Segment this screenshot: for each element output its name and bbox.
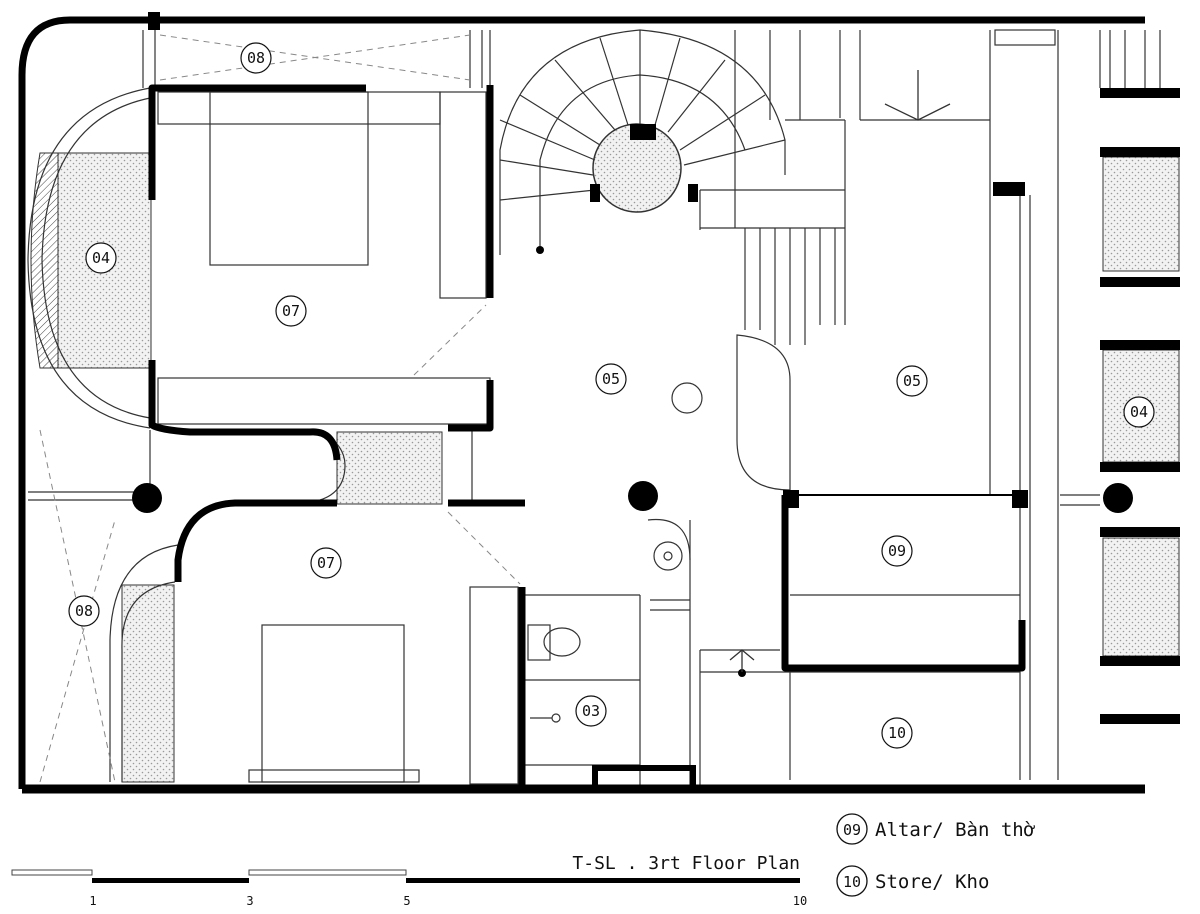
room-tag-circle — [881, 535, 913, 567]
wardrobe-lower — [469, 586, 519, 785]
room-tag-circle — [595, 363, 627, 395]
legend: 09 Altar/ Bàn thờ 10 Store/ Kho — [836, 813, 1036, 897]
room-number: 05 — [903, 372, 921, 390]
room-tag: 08 — [240, 42, 272, 74]
room-number: 03 — [582, 702, 600, 720]
room-tag: 04 — [1123, 396, 1155, 428]
room-tag-circle — [240, 42, 272, 74]
room-number: 09 — [888, 542, 906, 560]
direction-arrows — [729, 70, 951, 672]
room-tag-circle — [896, 365, 928, 397]
thin-lines — [27, 29, 1161, 785]
legend-label: Store/ Kho — [875, 871, 989, 893]
bedroom-upper-wall — [148, 84, 366, 200]
room-tag-circle — [85, 242, 117, 274]
legend-item: 10 Store/ Kho — [836, 865, 989, 897]
legend-item: 09 Altar/ Bàn thờ — [836, 813, 1036, 845]
planter-center — [336, 431, 443, 505]
room-tag: 05 — [896, 365, 928, 397]
room-number: 08 — [247, 49, 265, 67]
room-tag-circle — [1123, 396, 1155, 428]
room-tag: 09 — [881, 535, 913, 567]
column-center — [628, 481, 658, 511]
sink — [653, 541, 683, 571]
planter-areas — [30, 123, 1180, 783]
shower-drain — [551, 713, 561, 723]
room-number: 05 — [602, 370, 620, 388]
room-tag-circle — [68, 595, 100, 627]
bedroom-lower-wall — [174, 499, 337, 582]
room-tag: 08 — [68, 595, 100, 627]
room-tag-circle — [575, 695, 607, 727]
bed-upper — [209, 91, 369, 266]
room-tag: 05 — [595, 363, 627, 395]
hatched-balcony-edge — [30, 152, 59, 369]
planter-lower-left — [121, 584, 175, 783]
room-number: 07 — [317, 554, 335, 572]
legend-label: Altar/ Bàn thờ — [875, 819, 1036, 841]
scale-tick-label: 1 — [89, 894, 96, 908]
balcony-curve — [27, 87, 151, 429]
scale-tick-label: 10 — [793, 894, 807, 908]
fixture-circle — [671, 382, 703, 414]
plan-title: T-SL . 3rt Floor Plan — [572, 853, 800, 874]
column-right — [1103, 483, 1133, 513]
scale-bar: 1 3 5 10 — [11, 869, 807, 908]
column-left — [132, 483, 162, 513]
scale-tick-label: 5 — [403, 894, 410, 908]
room-labels: 08 04 07 05 05 04 07 09 08 03 10 — [68, 42, 1155, 749]
altar-wall — [781, 495, 1026, 672]
room-number: 04 — [92, 249, 110, 267]
bed-lower — [261, 624, 405, 783]
room-number: 04 — [1130, 403, 1148, 421]
planter-right-1 — [1102, 156, 1180, 272]
thick-walls — [18, 16, 1145, 794]
wardrobe-upper — [439, 91, 487, 299]
straight-stair — [700, 30, 990, 345]
legend-code: 09 — [843, 821, 861, 839]
arrow-down-icon — [884, 70, 951, 121]
room-tag: 07 — [310, 547, 342, 579]
outer-wall — [18, 16, 1145, 782]
room-tag-circle — [275, 295, 307, 327]
legend-code: 10 — [843, 873, 861, 891]
planter-right-3 — [1102, 537, 1180, 657]
arrow-up-icon — [729, 649, 755, 672]
room-tag-circle — [881, 717, 913, 749]
room-tag: 10 — [881, 717, 913, 749]
toilet — [527, 624, 551, 661]
room-number: 10 — [888, 724, 906, 742]
room-tag-circle — [310, 547, 342, 579]
dashed-lines — [39, 34, 521, 783]
columns — [132, 12, 1180, 793]
room-number: 08 — [75, 602, 93, 620]
room-number: 07 — [282, 302, 300, 320]
room-tag: 07 — [275, 295, 307, 327]
room-tag: 03 — [575, 695, 607, 727]
scale-tick-label: 3 — [246, 894, 253, 908]
room-tag: 04 — [85, 242, 117, 274]
